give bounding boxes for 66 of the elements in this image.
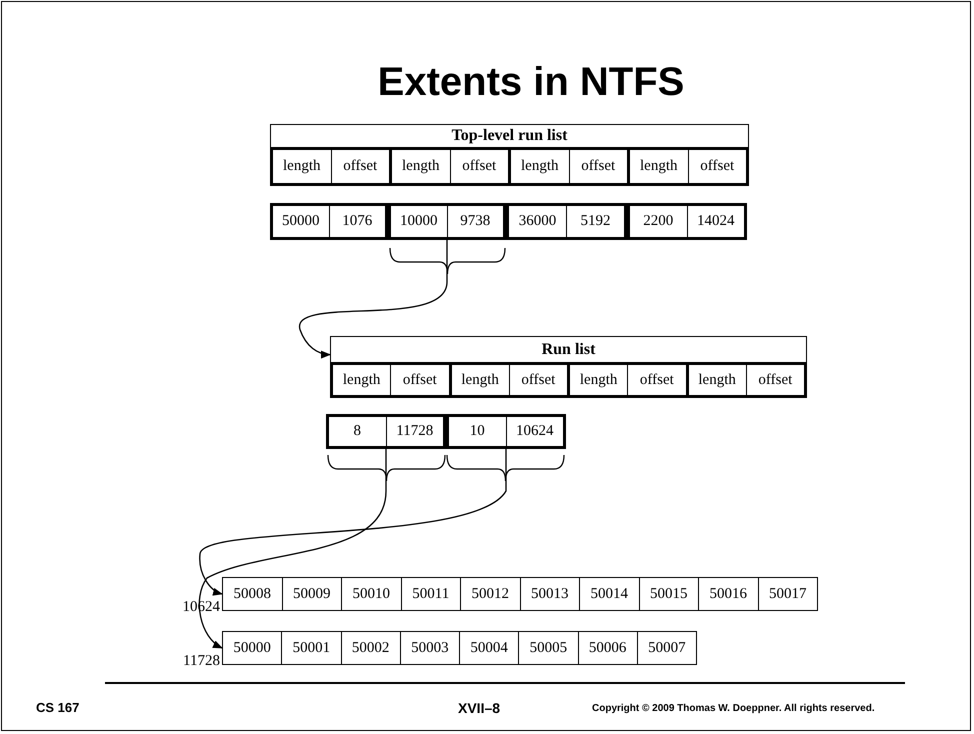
table-cell: 50016 [698, 578, 758, 610]
table-cell: 50003 [400, 632, 459, 664]
table-cell-text: 50000 [281, 212, 320, 231]
table-cell: 50010 [341, 578, 400, 610]
table-cell: offset [746, 365, 804, 395]
table-cell: 50006 [578, 632, 637, 664]
table-cell: 14024 [686, 206, 744, 237]
block-row [222, 577, 818, 611]
table-cell: 50014 [579, 578, 638, 610]
curved-arrow [199, 449, 507, 595]
table-cell-text: 10000 [399, 212, 438, 231]
table-cell: 50011 [400, 578, 460, 610]
table-cell-text: 36000 [518, 212, 558, 231]
table-cell: length [627, 150, 688, 183]
table-cell: offset [330, 150, 389, 183]
run-entry [506, 203, 627, 240]
curved-arrow [299, 240, 448, 358]
table [270, 124, 749, 186]
table-cell: length [508, 150, 568, 183]
table-cell: 50001 [281, 632, 340, 664]
table-cell: 50005 [518, 632, 578, 664]
table-cell-text: 2200 [642, 212, 674, 231]
table-cell: 50004 [459, 632, 518, 664]
run-entry [627, 203, 747, 240]
table-title: Run list [542, 340, 596, 358]
course-code: CS 167 [36, 700, 80, 715]
table-cell-text: 50000 [232, 638, 272, 658]
table-cell: 10624 [506, 417, 563, 446]
table-cell: offset [390, 365, 448, 395]
table-cell: 50015 [638, 578, 698, 610]
table-cell: 50013 [520, 578, 579, 610]
block-row [222, 631, 697, 665]
table-cell: 50009 [282, 578, 341, 610]
copyright-notice: Copyright © 2009 Thomas W. Doeppner. All rights reserved. [592, 703, 875, 714]
table-cell: 9738 [446, 206, 503, 237]
table-cell: 11728 [386, 417, 443, 446]
table-cell-text: length [342, 370, 382, 390]
table-cell-text: 50008 [232, 584, 272, 604]
table-cell: 50007 [636, 632, 696, 664]
table-cell: length [448, 365, 509, 395]
table-cell: offset [508, 365, 567, 395]
table-cell: 5192 [566, 206, 624, 237]
table-cell: length [389, 150, 450, 183]
table-cell: 1076 [328, 206, 385, 237]
table-title: Top-level run list [452, 127, 568, 145]
curved-arrow [198, 449, 387, 649]
table-cell-text: length [282, 157, 322, 176]
block-address: 11728 [182, 653, 220, 670]
table-cell: length [567, 365, 628, 395]
run-entry [446, 414, 566, 449]
table [330, 336, 807, 398]
slide-number: XVII–8 [458, 700, 500, 716]
table-cell-text: 8 [352, 422, 362, 441]
table-cell: 50012 [460, 578, 520, 610]
table-cell-text: 10 [468, 422, 486, 441]
table-cell: offset [627, 365, 686, 395]
table-cell: offset [568, 150, 627, 183]
table-cell: offset [450, 150, 508, 183]
slide-title: Extents in NTFS [376, 59, 686, 106]
table-cell: 50002 [340, 632, 400, 664]
table-cell: offset [688, 150, 746, 183]
run-entry [388, 203, 506, 240]
table-cell: length [686, 365, 746, 395]
run-entry [270, 203, 388, 240]
run-entry [326, 414, 446, 449]
table-cell: 50017 [758, 578, 817, 610]
